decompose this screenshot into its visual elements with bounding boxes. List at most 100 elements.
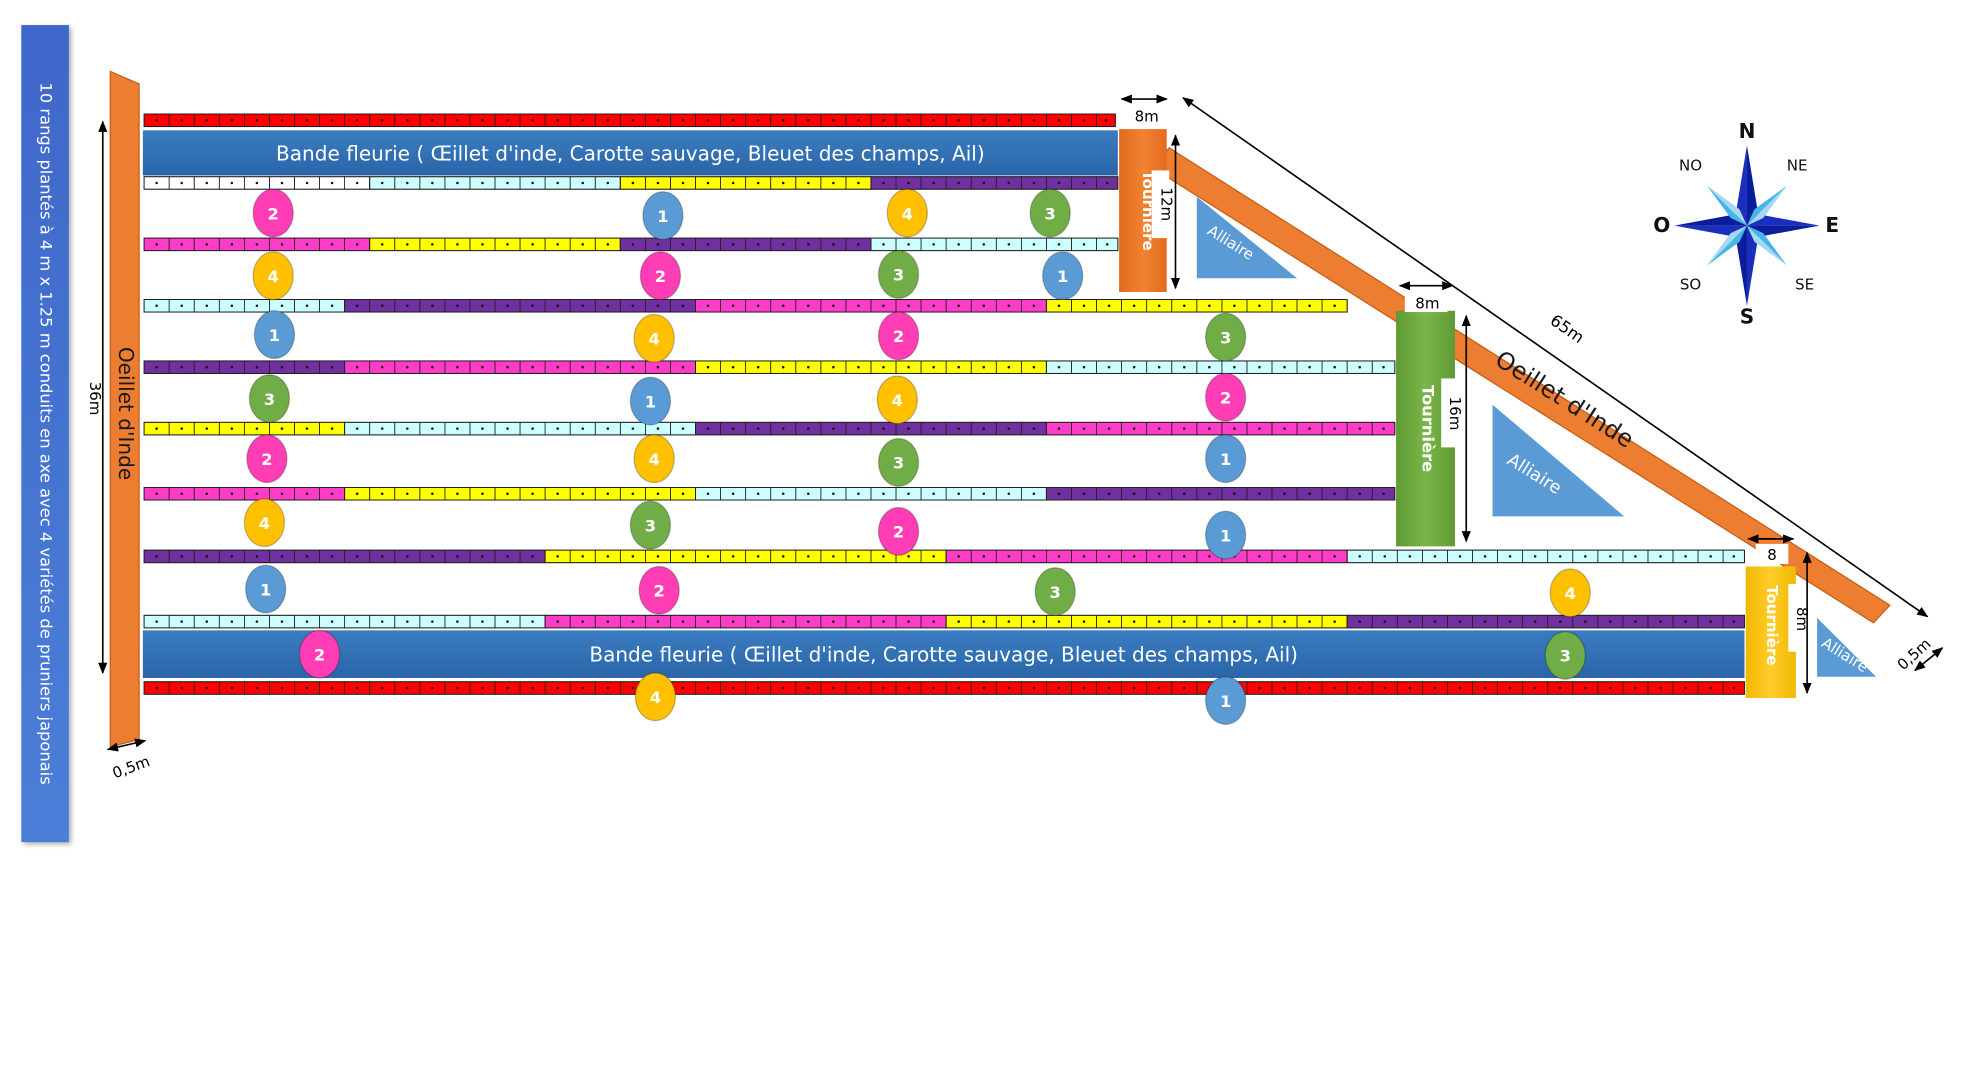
tree-dot bbox=[1057, 365, 1061, 369]
variety-marker-shape bbox=[243, 498, 286, 548]
tree-dot bbox=[957, 620, 960, 623]
tree-dot bbox=[205, 492, 209, 496]
tree-dot bbox=[230, 181, 234, 185]
tree-dot bbox=[756, 181, 760, 185]
variety-marker-label: 2 bbox=[893, 327, 904, 346]
variety-marker-1: 1 bbox=[253, 310, 296, 360]
row-cell bbox=[1096, 237, 1119, 252]
tree-dot bbox=[606, 119, 610, 122]
tree-dot bbox=[832, 555, 835, 558]
row-segment-purple bbox=[143, 360, 346, 374]
variety-marker-shape bbox=[634, 672, 677, 722]
tree-dot bbox=[1208, 365, 1211, 369]
tree-dot bbox=[556, 427, 559, 430]
tree-dot bbox=[581, 555, 584, 558]
tree-dot bbox=[1107, 686, 1111, 690]
row-segment-pink bbox=[143, 237, 371, 252]
tree-dot bbox=[481, 555, 484, 558]
tree-dot bbox=[330, 492, 334, 496]
variety-marker-shape bbox=[1029, 188, 1071, 238]
tree-dot bbox=[280, 620, 284, 623]
tree-dot bbox=[1157, 555, 1161, 558]
tree-dot bbox=[1032, 427, 1036, 430]
tree-dot bbox=[1483, 555, 1487, 558]
variety-marker-label: 1 bbox=[1220, 526, 1231, 545]
tree-dot bbox=[756, 119, 760, 122]
tree-dot bbox=[531, 365, 534, 369]
tree-dot bbox=[431, 181, 434, 185]
variety-marker-label: 4 bbox=[892, 391, 903, 410]
tree-dot bbox=[255, 686, 259, 690]
tree-dot bbox=[255, 620, 259, 623]
tree-dot bbox=[982, 492, 986, 496]
variety-marker-label: 2 bbox=[261, 450, 272, 469]
tree-dot bbox=[556, 119, 559, 122]
tree-dot bbox=[1684, 620, 1687, 623]
tree-dot bbox=[1433, 620, 1437, 623]
tree-dot bbox=[556, 686, 559, 690]
tree-dot bbox=[606, 620, 610, 623]
tree-dot bbox=[706, 243, 710, 246]
row-segment-purple bbox=[870, 176, 1119, 190]
tree-dot bbox=[681, 243, 685, 246]
tree-dot bbox=[1057, 620, 1061, 623]
tree-dot bbox=[832, 427, 835, 430]
row-segment-cyan bbox=[143, 299, 346, 313]
variety-marker-label: 2 bbox=[314, 645, 325, 664]
tree-dot bbox=[907, 119, 910, 122]
tree-dot bbox=[932, 555, 935, 558]
tree-dot bbox=[1007, 243, 1011, 246]
tree-dot bbox=[431, 365, 434, 369]
tree-dot bbox=[1007, 686, 1011, 690]
variety-marker-shape bbox=[1549, 568, 1591, 618]
tree-dot bbox=[456, 304, 459, 308]
tree-dot bbox=[1709, 686, 1712, 690]
tree-dot bbox=[681, 555, 685, 558]
tree-dot bbox=[882, 243, 885, 246]
tree-dot bbox=[1183, 686, 1186, 690]
tree-dot bbox=[1358, 620, 1361, 623]
variety-marker-label: 3 bbox=[893, 266, 904, 285]
compass-s-left bbox=[1735, 225, 1747, 306]
tree-dot bbox=[506, 686, 509, 690]
tree-dot bbox=[305, 243, 309, 246]
tree-dot bbox=[781, 686, 785, 690]
tree-dot bbox=[656, 492, 660, 496]
tree-dot bbox=[756, 427, 760, 430]
tree-dot bbox=[481, 119, 484, 122]
tree-dot bbox=[506, 243, 509, 246]
tree-dot bbox=[1007, 620, 1011, 623]
tree-dot bbox=[932, 365, 935, 369]
planting-row bbox=[143, 549, 1745, 564]
tree-dot bbox=[1258, 686, 1261, 690]
variety-marker-1: 1 bbox=[642, 191, 684, 240]
variety-marker-shape bbox=[245, 564, 287, 614]
tree-dot bbox=[556, 620, 559, 623]
tree-dot bbox=[1032, 686, 1036, 690]
variety-marker-label: 1 bbox=[657, 207, 668, 226]
variety-marker-1: 1 bbox=[629, 376, 672, 426]
variety-marker-label: 2 bbox=[654, 582, 665, 601]
row-segment-purple bbox=[344, 299, 697, 313]
tree-dot bbox=[1333, 620, 1336, 623]
tree-dot bbox=[1032, 243, 1036, 246]
tree-dot bbox=[1283, 365, 1286, 369]
tree-dot bbox=[1308, 365, 1311, 369]
tree-dot bbox=[280, 492, 284, 496]
tree-dot bbox=[230, 119, 234, 122]
tree-dot bbox=[355, 427, 359, 430]
tree-dot bbox=[1057, 243, 1061, 246]
tree-dot bbox=[330, 181, 334, 185]
tree-dot bbox=[1558, 686, 1562, 690]
tree-dot bbox=[631, 555, 635, 558]
compass-o-label: O bbox=[1653, 213, 1670, 237]
variety-marker-3: 3 bbox=[1544, 630, 1586, 680]
tree-dot bbox=[456, 686, 459, 690]
tree-dot bbox=[656, 243, 660, 246]
tree-dot bbox=[656, 181, 660, 185]
tree-dot bbox=[305, 119, 309, 122]
tree-dot bbox=[1358, 427, 1361, 430]
tree-dot bbox=[832, 620, 835, 623]
tree-dot bbox=[531, 427, 534, 430]
variety-marker-label: 1 bbox=[269, 326, 280, 345]
